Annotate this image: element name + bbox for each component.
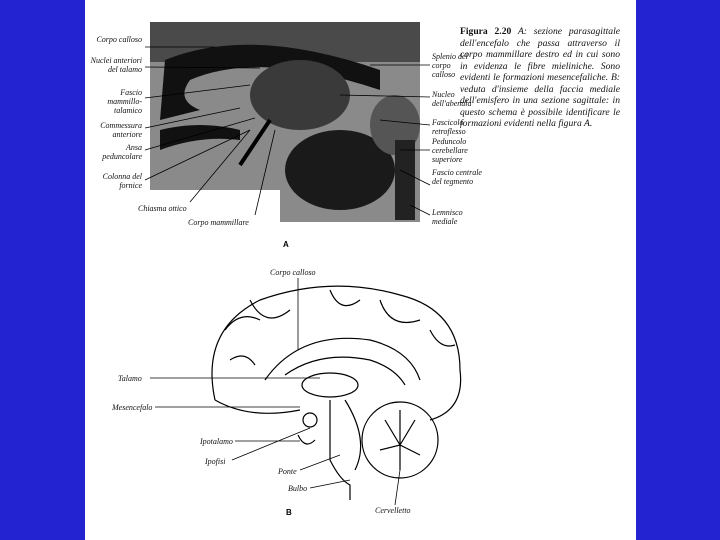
figure-caption: Figura 2.20 A: sezione parasagittale del… bbox=[460, 26, 620, 130]
label-fascicolo-retroflesso: Fascicolo retroflesso bbox=[432, 118, 466, 136]
figure-b-letter: B bbox=[286, 508, 292, 517]
label-cervelletto: Cervelletto bbox=[375, 506, 411, 515]
figure-b-leader-lines bbox=[150, 278, 401, 506]
label-corpo-calloso-a: Corpo calloso bbox=[96, 35, 142, 44]
figure-b-brain-drawing bbox=[211, 285, 462, 500]
label-chiasma-ottico: Chiasma ottico bbox=[138, 204, 187, 213]
label-nuclei-anteriori: Nuclei anteriori del talamo bbox=[90, 56, 142, 74]
label-splenio: Splenio del corpo calloso bbox=[432, 52, 468, 79]
label-lemnisco-mediale: Lemnisco mediale bbox=[432, 208, 463, 226]
figure-a-letter: A bbox=[283, 240, 289, 249]
figure-a-section-photo bbox=[150, 22, 420, 222]
label-ponte: Ponte bbox=[278, 467, 297, 476]
label-ipotalamo: Ipotalamo bbox=[200, 437, 233, 446]
label-talamo: Talamo bbox=[118, 374, 142, 383]
label-ansa-peduncolare: Ansa peduncolare bbox=[102, 143, 142, 161]
label-fascio-centrale: Fascio centrale del tegmento bbox=[432, 168, 482, 186]
label-ipofisi: Ipofisi bbox=[205, 457, 226, 466]
label-bulbo: Bulbo bbox=[288, 484, 308, 493]
label-corpo-calloso-b: Corpo calloso bbox=[270, 268, 316, 277]
label-peduncolo-cerebellare: Peduncolo cerebellare superiore bbox=[432, 137, 468, 164]
label-commessura-anteriore: Commessura anteriore bbox=[100, 121, 142, 139]
label-corpo-mammillare: Corpo mammillare bbox=[188, 218, 249, 227]
caption-text: A: sezione parasagittale dell'encefalo c… bbox=[460, 26, 620, 129]
label-fascio-mammillo-talamico: Fascio mammillo-talamico bbox=[107, 88, 142, 115]
label-nucleo-abenula: Nucleo dell'abenula bbox=[432, 90, 472, 108]
caption-title: Figura 2.20 bbox=[460, 26, 512, 37]
label-colonna-fornice: Colonna del fornice bbox=[102, 172, 142, 190]
figure-a-leader-lines bbox=[144, 46, 431, 216]
label-mesencefalo: Mesencefalo bbox=[112, 403, 153, 412]
